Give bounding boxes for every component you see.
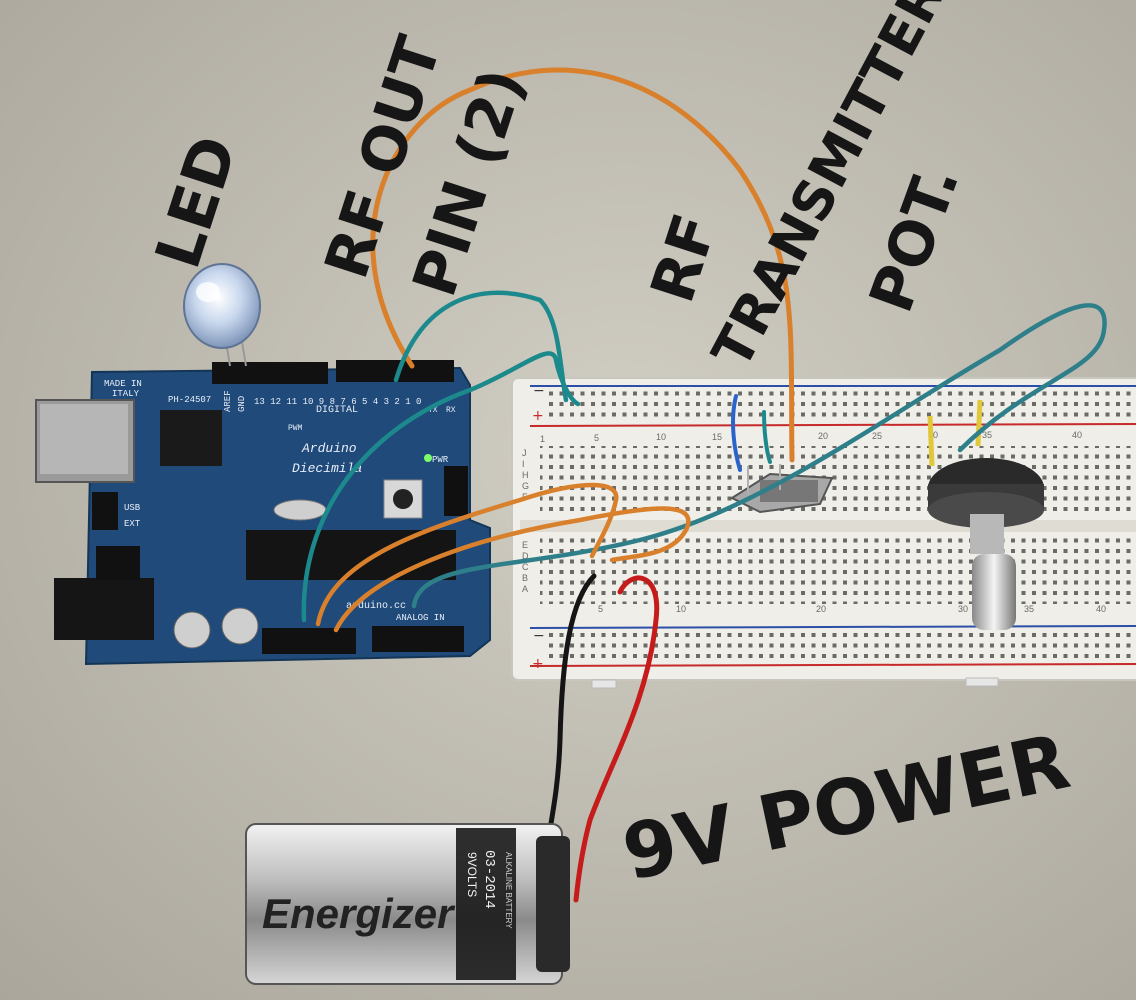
digital-header-right	[336, 360, 454, 382]
silk-analog-in: ANALOG IN	[396, 613, 445, 623]
silk-pin-numbers: 13 12 11 10 9 8 7 6 5 4 3 2 1 0	[254, 397, 421, 407]
svg-text:15: 15	[712, 432, 722, 442]
silk-web: arduino.cc	[346, 600, 406, 612]
svg-text:30: 30	[958, 604, 968, 614]
svg-text:5: 5	[598, 604, 603, 614]
arduino-board: MADE IN ITALY PH-24507 AREF GND 13 12 11…	[35, 360, 491, 666]
silk-pwm: PWM	[288, 424, 303, 433]
silk-ext: EXT	[124, 519, 141, 529]
silk-rx: RX	[446, 406, 456, 415]
svg-text:J: J	[522, 448, 527, 458]
wire-orange-3	[333, 506, 691, 633]
silk-italy: ITALY	[112, 389, 140, 399]
svg-text:I: I	[522, 459, 525, 469]
rail-plus-top: +	[532, 408, 544, 424]
svg-text:H: H	[522, 470, 529, 480]
capacitor-1	[173, 611, 211, 649]
wire-teal-2	[301, 351, 581, 623]
silk-pwr: PWR	[432, 455, 449, 465]
svg-text:10: 10	[656, 432, 666, 442]
svg-text:20: 20	[818, 431, 828, 441]
svg-text:G: G	[522, 481, 529, 491]
svg-text:C: C	[522, 562, 529, 572]
svg-text:E: E	[522, 540, 528, 550]
svg-text:20: 20	[816, 604, 826, 614]
pot-knob-shaft[interactable]	[972, 554, 1016, 630]
silk-digital: DIGITAL	[316, 405, 358, 416]
silk-brand: Arduino	[301, 441, 357, 456]
silk-tx: TX	[428, 406, 438, 415]
wire-teal-1	[393, 290, 569, 403]
wire-blue-jumper	[731, 394, 742, 472]
svg-text:10: 10	[676, 604, 686, 614]
pwr-led	[424, 454, 432, 462]
battery-date: 03-2014	[481, 850, 497, 909]
svg-text:40: 40	[1072, 430, 1082, 440]
silk-model-code: PH-24507	[168, 395, 211, 405]
silk-made-in: MADE IN	[104, 379, 142, 389]
wire-teal-short	[762, 410, 772, 464]
row-letters-bottom: E D C B A	[522, 540, 529, 594]
svg-text:1: 1	[540, 434, 545, 444]
power-header	[262, 628, 356, 654]
silk-aref: AREF	[223, 390, 233, 412]
pot-shaft-threads	[970, 514, 1004, 554]
svg-text:D: D	[522, 551, 529, 561]
potentiometer	[927, 399, 1044, 630]
analog-header	[372, 626, 464, 652]
battery-9v: Energizer 9VOLTS 03-2014 ALKALINE BATTER…	[245, 823, 570, 985]
power-select-jumper[interactable]	[92, 492, 118, 530]
rail-red-top	[529, 423, 1136, 427]
digital-header-left	[212, 362, 328, 384]
svg-text:35: 35	[982, 430, 992, 440]
silk-gnd: GND	[237, 396, 247, 412]
rail-red-bottom	[529, 663, 1136, 667]
battery-brand: Energizer	[262, 890, 456, 937]
wire-orange-rf-out	[370, 67, 795, 463]
svg-text:40: 40	[1096, 604, 1106, 614]
svg-text:35: 35	[1024, 604, 1034, 614]
svg-text:A: A	[522, 584, 528, 594]
rail-plus-bottom: +	[532, 656, 544, 672]
svg-text:B: B	[522, 573, 528, 583]
silk-model: Diecimila	[292, 461, 362, 476]
led	[183, 263, 261, 367]
svg-text:5: 5	[594, 433, 599, 443]
silk-usb: USB	[124, 503, 141, 513]
power-jack	[54, 578, 154, 640]
svg-text:25: 25	[872, 431, 882, 441]
icsp-header	[444, 466, 468, 516]
battery-volts: 9VOLTS	[465, 852, 479, 897]
battery-type: ALKALINE BATTERY	[504, 852, 513, 929]
crystal	[273, 499, 327, 521]
voltage-regulator	[96, 546, 140, 580]
wire-teal-pot	[411, 303, 1107, 609]
wire-red	[573, 575, 660, 903]
rail-minus-bottom: −	[533, 628, 545, 644]
wires	[301, 67, 1107, 903]
capacitor-2	[221, 607, 259, 645]
rail-minus-top: −	[533, 383, 545, 399]
ftdi-chip	[160, 410, 222, 466]
column-numbers-bottom: 5 10 20 30 35 40	[598, 604, 1106, 614]
rail-blue-bottom	[529, 625, 1136, 629]
